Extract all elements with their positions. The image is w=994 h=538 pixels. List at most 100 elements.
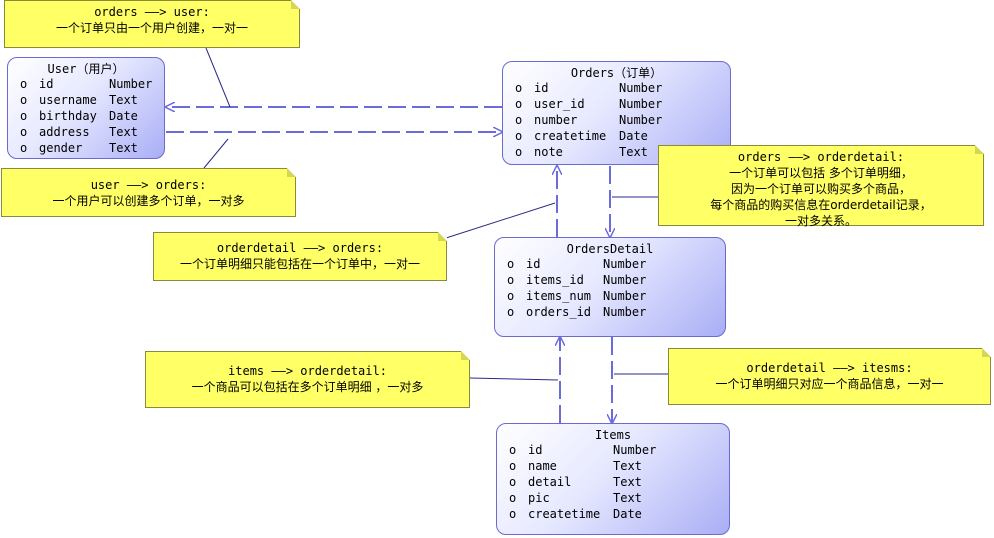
attribute-bullet: o <box>515 113 523 127</box>
attribute-type: Number <box>603 305 647 319</box>
attribute-row: o createtime Date <box>509 506 729 522</box>
entity-title: User（用户） <box>47 62 125 76</box>
note-line: 因为一个订单可以购买多个商品， <box>730 182 911 196</box>
note-line: 一个订单只由一个用户创建，一对一 <box>55 21 248 35</box>
note-line: 一个订单可以包括 多个订单明细， <box>729 166 913 180</box>
attribute-type: Number <box>603 257 647 271</box>
attribute-type: Date <box>619 129 648 143</box>
attribute-bullet: o <box>515 129 523 143</box>
attribute-type: Date <box>613 507 642 521</box>
attribute-type: Text <box>613 459 642 473</box>
attribute-name: name <box>528 459 557 473</box>
attribute-name: id <box>534 81 549 95</box>
attribute-name: items_num <box>526 289 592 303</box>
attribute-bullet: o <box>20 93 28 107</box>
note-fold-icon <box>287 168 296 177</box>
note-fold-icon <box>291 0 300 9</box>
attribute-type: Text <box>613 491 642 505</box>
attribute-row: o items_num Number <box>507 288 725 304</box>
attribute-bullet: o <box>509 475 517 489</box>
note-fold-icon <box>982 348 991 357</box>
attribute-name: address <box>39 125 90 139</box>
note-line: 一个订单明细只能包括在一个订单中，一对一 <box>179 257 420 271</box>
attribute-row: o createtime Date <box>515 128 730 144</box>
note-anchor-orderdetail-orders <box>445 202 556 239</box>
entity-title: OrdersDetail <box>566 242 654 256</box>
attribute-name: gender <box>39 141 83 155</box>
attribute-name: birthday <box>39 109 97 123</box>
attribute-type: Number <box>603 289 647 303</box>
note-user-orders[interactable]: user ——> orders: 一个用户可以创建多个订单，一对多 <box>1 168 296 217</box>
attribute-bullet: o <box>507 273 515 287</box>
attribute-name: note <box>534 145 563 159</box>
attribute-type: Date <box>109 109 138 123</box>
attribute-name: number <box>534 113 578 127</box>
note-items-orderdetail[interactable]: items ——> orderdetail: 一个商品可以包括在多个订单明细 ，… <box>145 351 470 408</box>
attribute-bullet: o <box>507 289 515 303</box>
attribute-type: Number <box>619 81 663 95</box>
attribute-bullet: o <box>507 305 515 319</box>
note-orderdetail-orders[interactable]: orderdetail ——> orders: 一个订单明细只能包括在一个订单中… <box>153 232 447 281</box>
attribute-bullet: o <box>507 257 515 271</box>
note-line: orders ——> user: <box>94 5 210 19</box>
entity-title: Items <box>594 428 632 442</box>
attribute-type: Number <box>619 97 663 111</box>
note-line: 一对多关系。 <box>784 214 857 228</box>
note-line: 每个商品的购买信息在orderdetail记录， <box>710 198 932 212</box>
attribute-name: id <box>526 257 541 271</box>
note-orders-user[interactable]: orders ——> user: 一个订单只由一个用户创建，一对一 <box>4 0 300 48</box>
attribute-type: Text <box>109 125 138 139</box>
note-anchor-orders-user <box>205 47 231 108</box>
note-fold-icon <box>461 351 470 360</box>
note-line: items ——> orderdetail: <box>228 364 387 378</box>
attribute-name: username <box>39 93 97 107</box>
attribute-name: items_id <box>526 273 584 287</box>
attribute-name: detail <box>528 475 572 489</box>
attribute-row: o address Text <box>20 124 164 140</box>
entity-title: Orders（订单） <box>570 66 663 80</box>
attribute-bullet: o <box>20 77 28 91</box>
attribute-bullet: o <box>515 97 523 111</box>
attribute-bullet: o <box>515 81 523 95</box>
attribute-name: createtime <box>534 129 607 143</box>
note-line: user ——> orders: <box>90 178 207 192</box>
note-fold-icon <box>438 232 447 241</box>
attribute-name: createtime <box>528 507 601 521</box>
attribute-name: pic <box>528 491 550 505</box>
attribute-bullet: o <box>515 145 523 159</box>
attribute-type: Text <box>619 145 648 159</box>
attribute-type: Text <box>109 93 138 107</box>
attribute-bullet: o <box>20 125 28 139</box>
attribute-bullet: o <box>509 491 517 505</box>
note-anchor-items-orderdetail <box>469 377 559 381</box>
attribute-type: Text <box>109 141 138 155</box>
note-fold-icon <box>975 145 984 154</box>
attribute-bullet: o <box>509 507 517 521</box>
note-orders-orderdetail[interactable]: orders ——> orderdetail: 一个订单可以包括 多个订单明细，… <box>658 145 984 228</box>
attribute-bullet: o <box>20 141 28 155</box>
note-line: 一个订单明细只对应一个商品信息，一对一 <box>715 377 944 391</box>
attribute-name: id <box>528 443 543 457</box>
note-orderdetail-items[interactable]: orderdetail ——> itesms: 一个订单明细只对应一个商品信息，… <box>668 348 991 405</box>
attribute-type: Number <box>613 443 657 457</box>
